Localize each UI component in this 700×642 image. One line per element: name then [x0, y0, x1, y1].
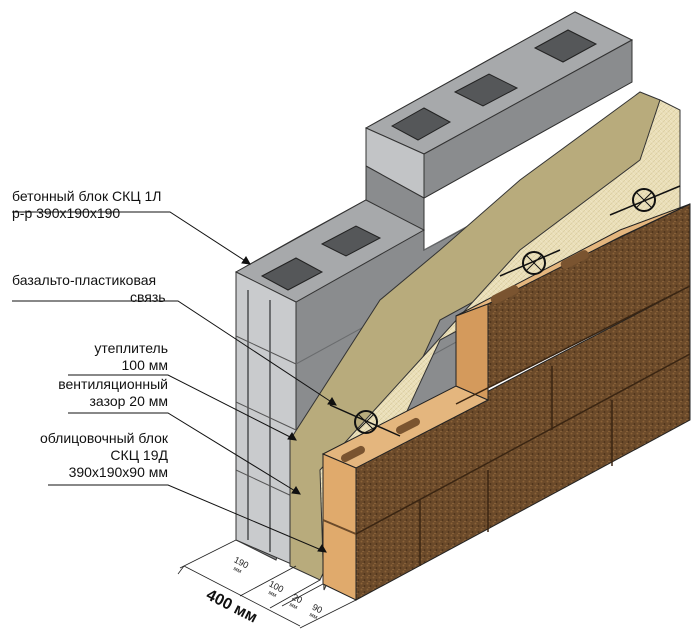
- leader-concrete: [12, 211, 251, 265]
- leader-facing: [48, 484, 327, 553]
- label-tie-line1: базальто-пластиковая: [12, 272, 157, 288]
- label-air-gap-line2: зазор 20 мм: [89, 393, 168, 409]
- label-insulation-line2: 100 мм: [121, 357, 169, 373]
- label-facing-block-line1: облицовочный блок: [40, 430, 168, 446]
- label-concrete-block: бетонный блок СКЦ 1Л р-р 390х190х190: [12, 188, 161, 222]
- label-tie: базальто-пластиковая связь: [12, 272, 166, 306]
- facing-block-wall: [321, 203, 691, 601]
- label-air-gap: вентиляционный зазор 20 мм: [40, 376, 168, 410]
- label-facing-block-line2: СКЦ 19Д: [110, 447, 168, 463]
- label-tie-line2: связь: [130, 289, 166, 305]
- label-insulation-line1: утеплитель: [94, 340, 168, 356]
- dimension-lines: [177, 539, 357, 629]
- basalt-plastic-ties: [329, 185, 681, 437]
- leader-tie: [12, 300, 337, 406]
- label-concrete-block-line2: р-р 390х190х190: [12, 205, 121, 221]
- leader-lines: [12, 211, 337, 553]
- leader-gap: [68, 412, 301, 495]
- label-insulation: утеплитель 100 мм: [68, 340, 168, 374]
- leader-insulation: [68, 374, 297, 441]
- label-facing-block-line3: 390х190х90 мм: [68, 464, 168, 480]
- label-concrete-block-line1: бетонный блок СКЦ 1Л: [12, 188, 162, 204]
- label-facing-block: облицовочный блок СКЦ 19Д 390х190х90 мм: [20, 430, 168, 481]
- label-air-gap-line1: вентиляционный: [58, 376, 168, 392]
